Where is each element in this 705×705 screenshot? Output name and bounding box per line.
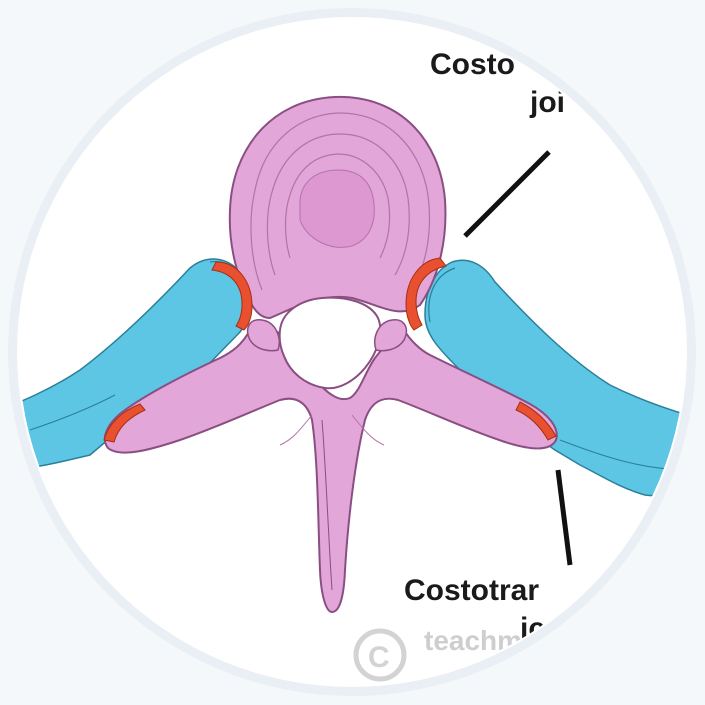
costotransverse-label-line1: Costotrar (404, 574, 539, 607)
body-center (300, 170, 374, 247)
copyright-symbol-glyph: C (368, 641, 390, 674)
